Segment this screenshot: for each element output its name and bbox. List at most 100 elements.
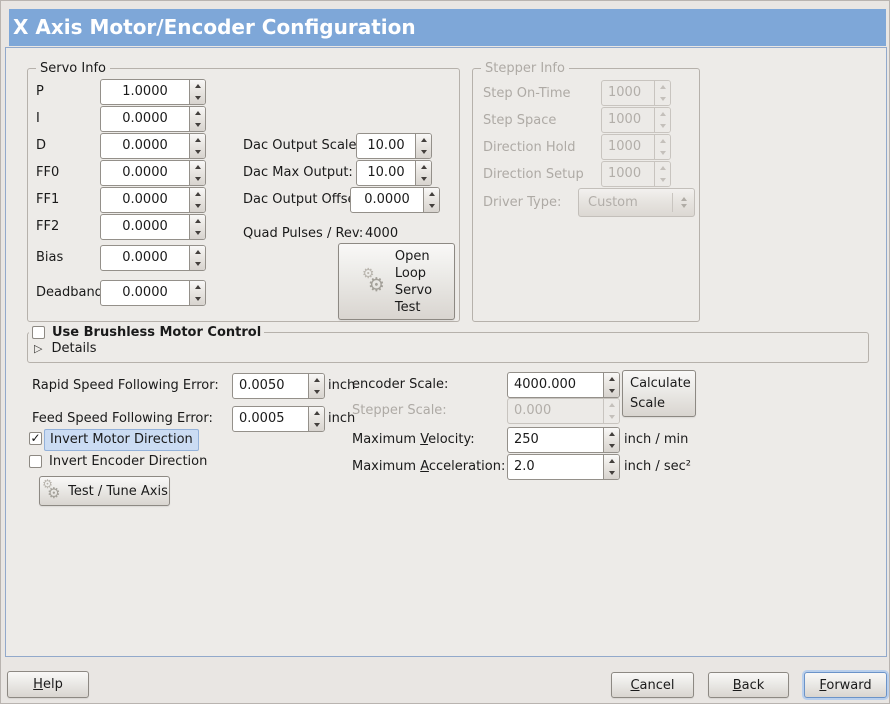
ff2-input[interactable]: 0.0000: [100, 214, 206, 240]
use-brushless-checkbox[interactable]: [32, 326, 45, 339]
spin-down-button[interactable]: [190, 92, 205, 104]
spin-down-button[interactable]: [416, 173, 431, 185]
ff0-label: FF0: [36, 165, 60, 180]
ff0-input[interactable]: 0.0000: [100, 160, 206, 186]
dac-output-offset-value: 0.0000: [364, 192, 410, 207]
spinner: [654, 81, 670, 105]
spin-down-button[interactable]: [309, 386, 324, 398]
rapid-following-error-label: Rapid Speed Following Error:: [32, 378, 219, 393]
p-input[interactable]: 1.0000: [100, 79, 206, 105]
spin-up-button[interactable]: [190, 107, 205, 119]
spinner: [189, 246, 205, 270]
spin-down-button[interactable]: [424, 200, 439, 212]
spin-down-button[interactable]: [190, 258, 205, 270]
spinner: [189, 161, 205, 185]
spin-down-button[interactable]: [190, 146, 205, 158]
spin-up-button[interactable]: [416, 161, 431, 173]
spin-up-button: [604, 399, 619, 411]
spin-up-button[interactable]: [190, 188, 205, 200]
use-brushless-checkbox-row[interactable]: Use Brushless Motor Control: [29, 324, 265, 341]
spin-up-button[interactable]: [190, 215, 205, 227]
invert-motor-label[interactable]: Invert Motor Direction: [44, 429, 199, 451]
spin-up-button[interactable]: [309, 407, 324, 419]
direction-hold-input: 1000: [601, 134, 671, 160]
spin-up-button: [655, 162, 670, 174]
direction-setup-label: Direction Setup: [483, 167, 584, 182]
ff2-label: FF2: [36, 219, 60, 234]
spin-down-button: [655, 147, 670, 159]
spinner: [415, 134, 431, 158]
spin-down-button[interactable]: [604, 467, 619, 479]
page-title: X Axis Motor/Encoder Configuration: [13, 15, 416, 39]
spin-down-button[interactable]: [190, 200, 205, 212]
spin-up-button[interactable]: [309, 374, 324, 386]
i-value: 0.0000: [122, 111, 168, 126]
button-label-mnemonic: H: [33, 677, 43, 692]
use-brushless-label: Use Brushless Motor Control: [52, 325, 262, 340]
dac-output-offset-input[interactable]: 0.0000: [350, 187, 440, 213]
test-tune-axis-button[interactable]: Test / Tune Axis: [39, 476, 170, 506]
spin-up-button[interactable]: [190, 134, 205, 146]
feed-following-error-input[interactable]: 0.0005: [232, 406, 325, 432]
ff1-input[interactable]: 0.0000: [100, 187, 206, 213]
help-button[interactable]: Help: [7, 671, 89, 698]
max-acceleration-unit: inch / sec²: [624, 459, 692, 474]
invert-encoder-label[interactable]: Invert Encoder Direction: [49, 454, 208, 469]
step-on-time-label: Step On-Time: [483, 86, 571, 101]
bias-input[interactable]: 0.0000: [100, 245, 206, 271]
dac-max-output-input[interactable]: 10.00: [356, 160, 432, 186]
spin-up-button[interactable]: [190, 161, 205, 173]
forward-button[interactable]: Forward: [804, 672, 887, 698]
spin-up-button[interactable]: [190, 281, 205, 293]
i-input[interactable]: 0.0000: [100, 106, 206, 132]
spinner: [603, 455, 619, 479]
spin-down-button[interactable]: [190, 173, 205, 185]
d-input[interactable]: 0.0000: [100, 133, 206, 159]
combo-arrows-icon: [673, 197, 694, 208]
dac-output-scale-input[interactable]: 10.00: [356, 133, 432, 159]
step-space-value: 1000: [608, 112, 642, 127]
spinner: [189, 80, 205, 104]
spin-down-button[interactable]: [416, 146, 431, 158]
spin-up-button[interactable]: [190, 80, 205, 92]
invert-motor-checkbox[interactable]: ✓: [29, 432, 42, 445]
spin-down-button[interactable]: [604, 385, 619, 397]
spin-down-button[interactable]: [309, 419, 324, 431]
spin-up-button[interactable]: [604, 373, 619, 385]
details-expander[interactable]: ▷ Details: [34, 341, 97, 356]
rapid-following-error-input[interactable]: 0.0050: [232, 373, 325, 399]
calculate-scale-button[interactable]: Calculate Scale: [622, 370, 696, 417]
brushless-frame: ▷ Details: [27, 332, 869, 363]
back-button[interactable]: Back: [708, 672, 789, 698]
deadband-input[interactable]: 0.0000: [100, 280, 206, 306]
button-label: Calculate Scale: [630, 374, 691, 414]
invert-encoder-checkbox[interactable]: [29, 455, 42, 468]
label-text: cceleration:: [428, 459, 506, 474]
encoder-scale-input[interactable]: 4000.000: [507, 372, 620, 398]
spin-down-button[interactable]: [190, 293, 205, 305]
direction-hold-value: 1000: [608, 139, 642, 154]
button-label-line: Open: [394, 248, 430, 264]
spin-down-button[interactable]: [190, 227, 205, 239]
max-acceleration-value: 2.0: [514, 459, 535, 474]
label-text: Maximum: [352, 459, 421, 474]
spin-up-button[interactable]: [604, 428, 619, 440]
spin-up-button[interactable]: [190, 246, 205, 258]
stepper-info-frame: Stepper Info Step On-Time 1000 Step Spac…: [472, 60, 700, 322]
dialog-title-banner: X Axis Motor/Encoder Configuration: [9, 9, 886, 46]
spin-up-button[interactable]: [604, 455, 619, 467]
gears-icon: [41, 477, 64, 503]
max-velocity-unit: inch / min: [624, 432, 689, 447]
spin-up-button: [655, 81, 670, 93]
max-velocity-input[interactable]: 250: [507, 427, 620, 453]
spin-down-button[interactable]: [190, 119, 205, 131]
cancel-button[interactable]: Cancel: [611, 672, 694, 698]
spin-up-button[interactable]: [416, 134, 431, 146]
open-loop-servo-test-button[interactable]: Open Loop Servo Test: [338, 243, 455, 320]
button-label-line: Servo: [394, 282, 433, 298]
button-label-text: elp: [42, 677, 63, 692]
spin-down-button[interactable]: [604, 440, 619, 452]
max-acceleration-input[interactable]: 2.0: [507, 454, 620, 480]
spin-up-button[interactable]: [424, 188, 439, 200]
